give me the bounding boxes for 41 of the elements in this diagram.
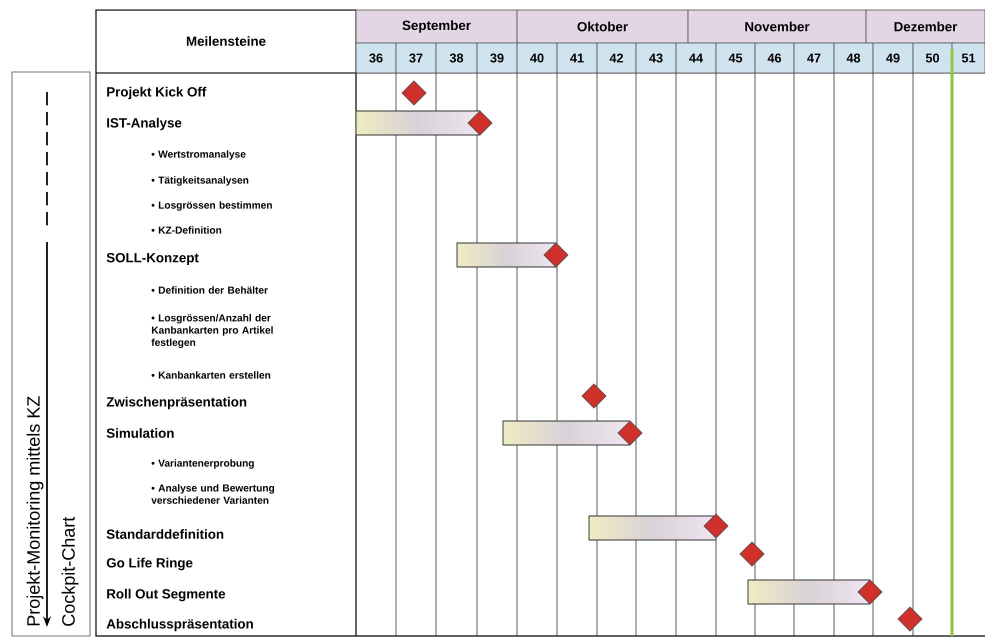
- subtask-label: • Losgrössen/Anzahl der Kanbankarten pro Artikel festlegen: [151, 314, 273, 348]
- week-cell: 49: [872, 42, 914, 74]
- week-cell: 50: [912, 42, 952, 74]
- subtask-label: • Tätigkeitsanalysen: [152, 176, 248, 186]
- week-cell: 48: [834, 42, 874, 74]
- task-label: SOLL-Konzept: [106, 252, 199, 266]
- week-cell: 43: [636, 42, 676, 74]
- month-cell: Oktober: [516, 10, 688, 44]
- task-label: Projekt Kick Off: [107, 86, 206, 100]
- subtask-label: • Losgrössen bestimmen: [152, 201, 272, 211]
- week-cell: 41: [556, 42, 598, 74]
- week-cell: 40: [516, 42, 558, 74]
- subtask-label: • Wertstromanalyse: [152, 150, 246, 160]
- task-label: IST-Analyse: [107, 118, 182, 130]
- task-label: Standarddefinition: [106, 529, 224, 539]
- week-cell: 47: [794, 42, 834, 74]
- week-cell: 44: [676, 42, 716, 74]
- month-cell: Dezember: [866, 10, 985, 44]
- task-label: Zwischenpräsentation: [106, 396, 246, 410]
- subtask-label: • KZ-Definition: [152, 226, 222, 234]
- task-label: Go Life Ringe: [106, 558, 192, 570]
- task-label: Abschlusspräsentation: [106, 618, 253, 632]
- subtask-label: • Variantenerprobung: [152, 459, 254, 469]
- month-cell: September: [356, 10, 518, 44]
- task-label: Simulation: [106, 428, 174, 438]
- header-cell: Meilensteine: [186, 36, 266, 46]
- week-cell: 46: [754, 42, 794, 74]
- month-cell: November: [688, 10, 866, 44]
- week-cell: 38: [436, 42, 478, 74]
- side-label: Projekt-Monitoring mittels KZ: [26, 396, 44, 626]
- subtask-label: • Definition der Behälter: [152, 286, 268, 294]
- subtask-label: • Kanbankarten erstellen: [152, 371, 270, 379]
- side-label: Cockpit-Chart: [62, 516, 78, 626]
- task-label: Roll Out Segmente: [107, 588, 226, 602]
- week-cell: 51: [952, 42, 985, 74]
- week-cell: 45: [716, 42, 756, 74]
- week-cell: 36: [356, 42, 396, 74]
- subtask-label: • Analyse und Bewertung verschiedener Varianten: [151, 484, 274, 504]
- week-cell: 39: [476, 42, 518, 74]
- week-cell: 42: [596, 42, 636, 74]
- week-cell: 37: [396, 42, 436, 74]
